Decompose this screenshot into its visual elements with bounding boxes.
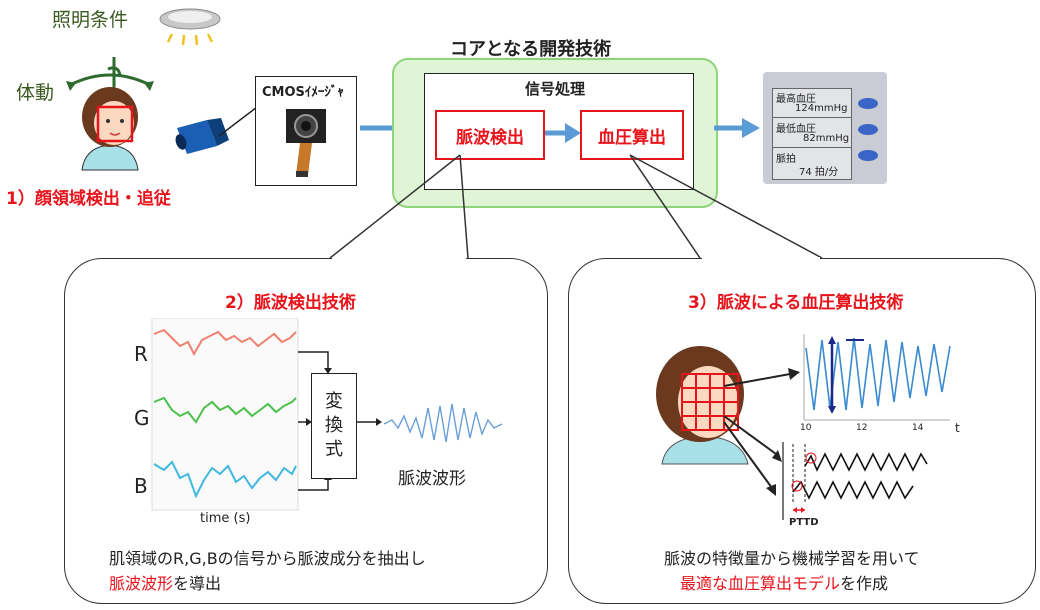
bp-monitor-display: 最高血圧 124mmHg 最低血圧 82mmHg 脈拍 74 拍/分 (772, 88, 852, 180)
face-grid-illustration (656, 346, 749, 465)
diastolic-value: 82mmHg (803, 133, 850, 144)
transform-char-2: 換 (325, 415, 343, 436)
cmos-label: CMOSｲﾒｰｼﾞｬ (262, 85, 344, 100)
lamp-icon (159, 8, 221, 46)
right-caption-line2: 最適な血圧算出モデルを作成 (680, 570, 888, 594)
systolic-value: 124mmHg (795, 103, 848, 114)
face-detect-step: 1）顔領域検出・追従 (6, 189, 171, 209)
diastolic-label: 最低血圧 (776, 124, 816, 135)
bp-calculation-box: 血圧算出 (580, 110, 684, 160)
person-illustration (66, 57, 154, 171)
arrow-detect-to-calc (545, 123, 581, 143)
pulse-label: 脈拍 (776, 154, 796, 165)
systolic-label: 最高血圧 (776, 94, 816, 105)
pulse-value: 74 拍/分 (799, 167, 839, 178)
device-button-3 (858, 150, 878, 161)
cmos-sensor-box: CMOSｲﾒｰｼﾞｬ (255, 76, 357, 186)
device-button-1 (858, 98, 878, 109)
motion-label: 体動 (16, 82, 55, 104)
camera-icon (175, 118, 229, 154)
core-title: コアとなる開発技術 (450, 39, 612, 60)
plot-tick-12: 12 (856, 423, 868, 433)
pulse-waveform-plot (384, 403, 503, 443)
channel-g-label: G (134, 406, 150, 430)
channel-r-label: R (134, 342, 148, 366)
cmos-sensor-image (286, 109, 326, 177)
pulse-detection-panel (64, 258, 548, 604)
left-caption-line1: 肌領域のR,G,Bの信号から脈波成分を抽出し (109, 549, 426, 568)
transform-char-1: 変 (325, 391, 343, 412)
lighting-label: 照明条件 (52, 9, 129, 31)
pulse-detection-title: 2）脈波検出技術 (225, 293, 356, 313)
transform-char-3: 式 (325, 439, 343, 460)
pulse-waveform-label: 脈波波形 (398, 469, 466, 489)
face-to-plot-arrows (723, 368, 800, 496)
pttd-waveforms (782, 442, 928, 520)
left-caption-highlight: 脈波波形 (109, 574, 174, 593)
right-caption-rest: を作成 (840, 574, 889, 593)
pulse-detection-box: 脈波検出 (435, 110, 545, 160)
right-caption-line1: 脈波の特徴量から機械学習を用いて (664, 549, 920, 568)
plot-tick-14: 14 (912, 423, 924, 433)
right-caption-highlight: 最適な血圧算出モデル (680, 574, 841, 593)
transform-box: 変 換 式 (311, 373, 357, 479)
time-axis-label: time (s) (200, 511, 251, 526)
display-row-systolic: 最高血圧 124mmHg (773, 89, 851, 118)
signal-processing-title: 信号処理 (525, 80, 586, 98)
device-button-2 (858, 124, 878, 135)
camera-to-sensor-line (218, 103, 262, 137)
channel-b-label: B (134, 474, 148, 498)
display-row-pulse: 脈拍 74 拍/分 (773, 149, 851, 178)
left-caption-rest: を導出 (173, 574, 222, 593)
pulse-bp-plot (800, 330, 952, 424)
bp-estimation-panel (568, 258, 1036, 604)
bp-estimation-title: 3）脈波による血圧算出技術 (688, 293, 904, 313)
plot-t-label: t (955, 421, 960, 435)
arrow-core-to-device (714, 118, 760, 138)
display-row-diastolic: 最低血圧 82mmHg (773, 119, 851, 148)
left-caption-line2: 脈波波形を導出 (109, 570, 221, 594)
rgb-signal-plots (151, 318, 382, 511)
plot-tick-10: 10 (800, 423, 812, 433)
pttd-label: PTTD (789, 517, 819, 528)
